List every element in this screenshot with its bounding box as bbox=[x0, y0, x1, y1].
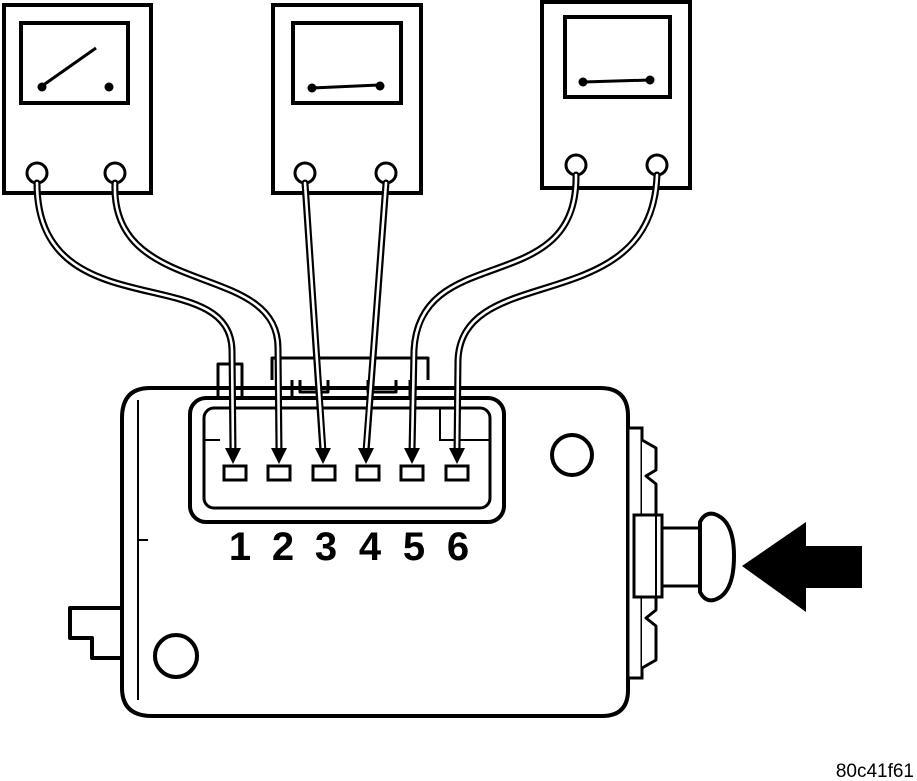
mounting-tab bbox=[68, 606, 124, 660]
housing-inner-edge bbox=[137, 400, 148, 700]
pin-label-5: 5 bbox=[403, 525, 425, 569]
connector-key-ribs bbox=[204, 408, 490, 441]
probe-tip-pin6 bbox=[449, 448, 465, 464]
pin-slot-6 bbox=[444, 464, 470, 482]
probe-tip-pin2 bbox=[271, 448, 287, 464]
pin-slot-4 bbox=[355, 464, 381, 482]
probe-tip-pin4 bbox=[358, 448, 374, 464]
meter-3 bbox=[540, 0, 692, 190]
mounting-hole-top-right bbox=[550, 433, 594, 477]
probe-tip-pin5 bbox=[404, 448, 420, 464]
pin-label-6: 6 bbox=[447, 525, 469, 569]
pin-labels: 1 2 3 4 5 6 bbox=[229, 525, 469, 569]
press-direction-arrow bbox=[742, 522, 862, 612]
pin-label-4: 4 bbox=[359, 525, 382, 569]
pin-slot-3 bbox=[311, 464, 337, 482]
plunger-cap bbox=[698, 511, 737, 603]
connector-inner bbox=[202, 406, 492, 510]
pin-label-1: 1 bbox=[229, 525, 251, 569]
probe-tip-pin1 bbox=[225, 448, 241, 464]
test-leads-core bbox=[35, 173, 659, 452]
plunger-assembly bbox=[626, 426, 737, 680]
probe-tip-pin3 bbox=[315, 448, 331, 464]
meter-1 bbox=[2, 3, 153, 195]
figure-code: 80c41f61 bbox=[836, 761, 914, 781]
pin-label-3: 3 bbox=[315, 525, 337, 569]
plunger-collar bbox=[632, 513, 664, 599]
meter-1-switch-symbol-open bbox=[37, 46, 114, 92]
meter-3-switch-symbol-closed bbox=[578, 75, 655, 87]
pin-slot-5 bbox=[399, 464, 425, 482]
mounting-hole-bottom-left bbox=[153, 633, 199, 679]
meter-2-switch-symbol-closed bbox=[307, 81, 385, 93]
plunger-shaft bbox=[660, 526, 702, 588]
pin-slot-1 bbox=[222, 464, 248, 482]
pin-label-2: 2 bbox=[272, 525, 294, 569]
meter-2 bbox=[271, 3, 423, 195]
probe-tips bbox=[225, 448, 465, 464]
pin-slot-2 bbox=[266, 464, 292, 482]
